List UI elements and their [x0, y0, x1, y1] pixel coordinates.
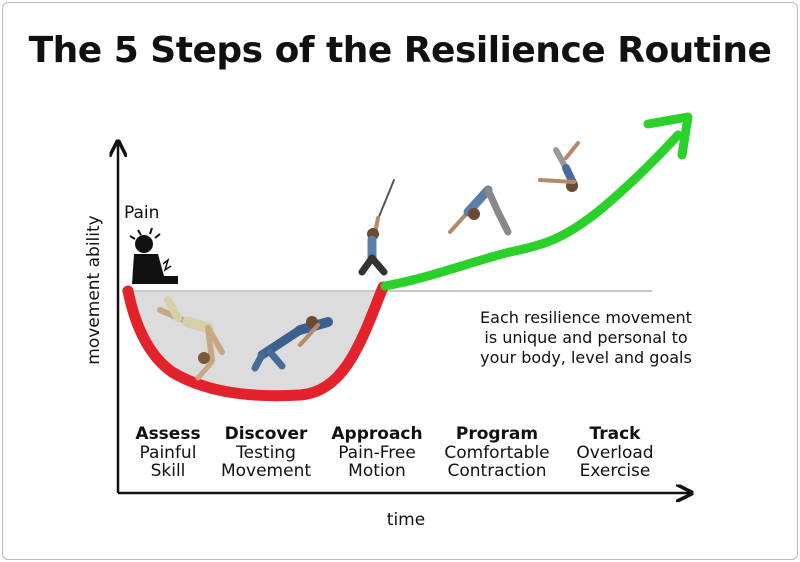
step-discover: Discover Testing Movement	[221, 424, 311, 481]
note-line-3: your body, level and goals	[480, 348, 692, 367]
crawling-person-icon	[251, 316, 333, 372]
step-line-2: Movement	[221, 461, 311, 481]
downward-dog-person-icon	[448, 185, 512, 236]
step-assess: Assess Painful Skill	[135, 424, 200, 481]
step-title: Approach	[331, 424, 422, 444]
growth-curve	[380, 130, 683, 291]
pain-label: Pain	[124, 203, 159, 223]
decline-curve	[122, 281, 389, 402]
note-line-2: is unique and personal to	[484, 328, 687, 347]
growth-arrowhead	[643, 112, 693, 160]
handstand-person-icon	[538, 141, 580, 192]
step-title: Program	[456, 424, 538, 444]
step-track: Track Overload Exercise	[576, 424, 653, 481]
step-program: Program Comfortable Contraction	[444, 424, 549, 481]
cartwheel-person-icon	[157, 296, 225, 381]
y-axis-label: movement ability	[84, 215, 104, 364]
note-line-1: Each resilience movement	[480, 308, 692, 327]
step-line-2: Contraction	[447, 461, 546, 481]
step-line-2: Motion	[348, 461, 406, 481]
step-line-1: Painful	[140, 443, 197, 463]
step-line-2: Exercise	[580, 461, 651, 481]
step-line-1: Overload	[576, 443, 653, 463]
step-line-1: Pain-Free	[338, 443, 416, 463]
step-line-1: Testing	[235, 443, 296, 463]
step-title: Track	[590, 424, 642, 444]
page-title: The 5 Steps of the Resilience Routine	[28, 30, 772, 71]
kneeling-stick-person-icon	[358, 179, 395, 276]
note: Each resilience movement is unique and p…	[480, 308, 692, 367]
pain-person-icon	[129, 227, 178, 284]
step-title: Assess	[135, 424, 200, 444]
step-approach: Approach Pain-Free Motion	[331, 424, 422, 481]
step-line-2: Skill	[151, 461, 186, 481]
x-axis-label: time	[387, 510, 425, 530]
step-title: Discover	[225, 424, 308, 444]
shaded-valley-region	[128, 291, 385, 397]
step-line-1: Comfortable	[444, 443, 549, 463]
